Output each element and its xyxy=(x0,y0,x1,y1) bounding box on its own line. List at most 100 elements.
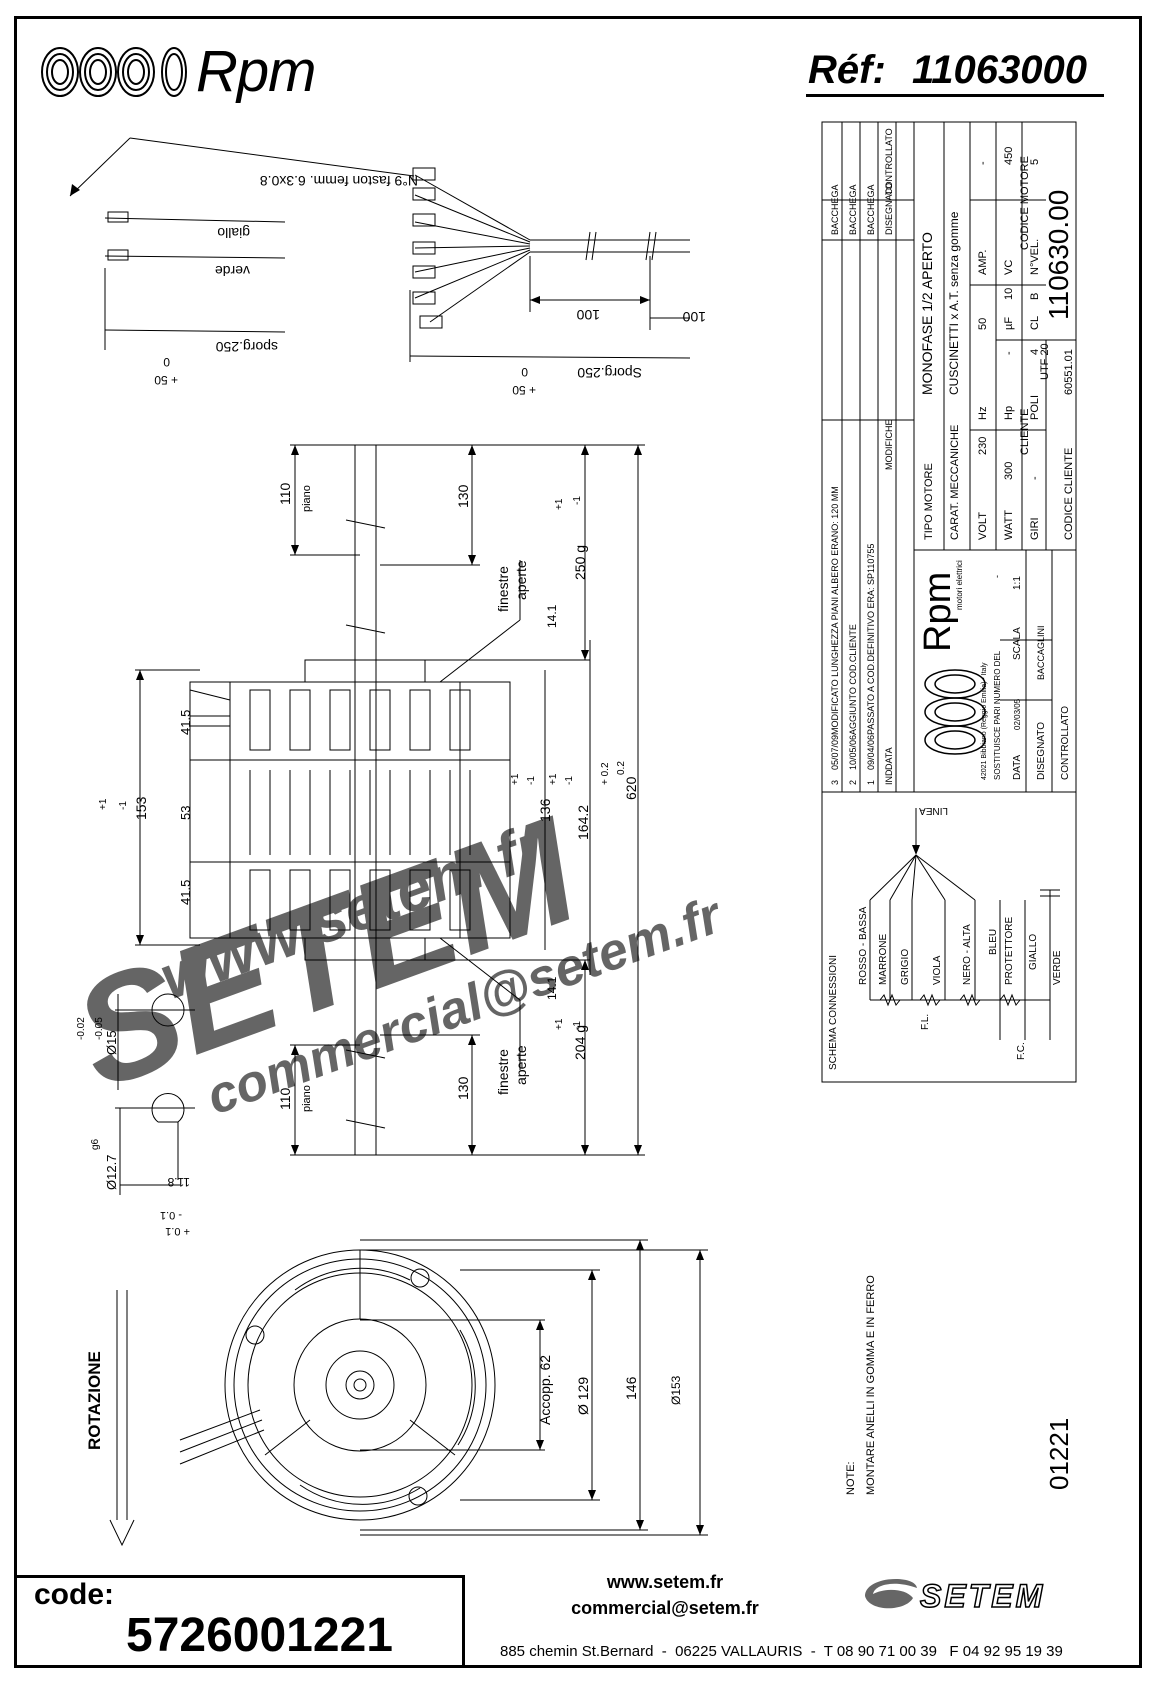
mod-row-3-ind: 3 xyxy=(830,780,840,785)
poli-value: 4 xyxy=(1029,349,1041,355)
flat-tol-a: + 0.1 xyxy=(165,1225,190,1237)
dim-41-bottom: 41.5 xyxy=(178,880,193,905)
finestre-top: finestre xyxy=(495,566,511,612)
cl-label: CL xyxy=(1029,316,1041,330)
dim-204-tol-minus: -1 xyxy=(572,1021,583,1030)
footer-web[interactable]: www.setem.fr xyxy=(606,1572,724,1592)
data-value: 02/03/05 xyxy=(1013,698,1022,730)
brand-name: Rpm xyxy=(196,39,316,104)
dim-620: 620 xyxy=(623,776,639,800)
dim-620-tol-plus: + 0.2 xyxy=(600,762,611,785)
tipo-motore-label: TIPO MOTORE xyxy=(923,463,935,540)
hp-value: - xyxy=(1003,351,1015,355)
dim-100-b: 100 xyxy=(682,309,706,325)
ref-value: 11063000 xyxy=(912,48,1087,92)
dim-136: 136 xyxy=(537,798,553,822)
code-value: 5726001221 xyxy=(126,1609,393,1662)
disegnato-value: BACCAGLINI xyxy=(1036,625,1046,680)
dim-153-tol-minus: -1 xyxy=(118,801,129,810)
codice-motore-value: 110630.00 xyxy=(1043,190,1074,320)
fl-label: F.L. xyxy=(920,1014,931,1030)
linea-label: LINEA xyxy=(919,805,948,816)
mod-row-1-date: 09/04/06 xyxy=(866,735,876,770)
vc-label: VC xyxy=(1003,260,1015,275)
ref-underline xyxy=(806,94,1104,97)
wire-protettore: PROTETTORE xyxy=(1004,917,1015,985)
shaft-15-tol-a: -0.02 xyxy=(76,1017,87,1040)
mod-row-1-ind: 1 xyxy=(866,780,876,785)
tipo-motore-value: MONOFASE 1/2 APERTO xyxy=(919,232,935,395)
volt-label: VOLT xyxy=(977,512,989,540)
hdr-disegnato: DISEGNATO xyxy=(884,183,894,235)
dimension-arrows xyxy=(70,184,920,1535)
footer-email[interactable]: commercial@setem.fr xyxy=(571,1598,759,1618)
wire-viola: VIOLA xyxy=(932,955,943,985)
flat-tol-b: - 0.1 xyxy=(160,1209,182,1221)
scala-label: SCALA xyxy=(1012,627,1023,660)
shaft-12-fit: g6 xyxy=(90,1138,101,1150)
mod-row-3-text: MODIFICATO LUNGHEZZA PIANI ALBERO ERANO:… xyxy=(830,486,840,735)
mod-row-2-date: 10/05/06 xyxy=(848,735,858,770)
giallo-label: giallo xyxy=(217,225,250,241)
codice-cliente-label: CODICE CLIENTE xyxy=(1063,448,1075,540)
amp-value: - xyxy=(977,161,989,165)
note-text: MONTARE ANELLI IN GOMMA E IN FERRO xyxy=(865,1275,877,1495)
uf-label: µF xyxy=(1003,317,1015,330)
dim-146: 146 xyxy=(623,1376,639,1400)
giri-label: GIRI xyxy=(1029,517,1041,540)
dim-136-tol-minus: -1 xyxy=(526,776,537,785)
hz-value: 50 xyxy=(977,318,989,330)
title-block-company-sub: motori elettrici xyxy=(955,560,964,610)
footer-setem-logo: SETEM xyxy=(919,1577,1046,1615)
wire-grigio: GRIGIO xyxy=(900,949,911,985)
dim-250: 250 g xyxy=(572,545,588,580)
nvel-label: N°VEL. xyxy=(1029,239,1041,275)
mod-row-2-text: AGGIUNTO COD.CLIENTE xyxy=(848,624,858,735)
amp-label: AMP. xyxy=(977,250,989,275)
ref-label: Réf: xyxy=(808,48,886,92)
controllato-label: CONTROLLATO xyxy=(1060,706,1071,780)
dim-41-top: 41.5 xyxy=(178,710,193,735)
nvel-value: 5 xyxy=(1029,159,1041,165)
dim-110-bottom: 110 xyxy=(277,1087,293,1110)
codice-motore-label: CODICE MOTORE xyxy=(1019,156,1031,250)
title-block-rpm-logo xyxy=(924,669,986,755)
watt-value: 300 xyxy=(1003,462,1015,480)
sheet-frame xyxy=(14,16,1142,1668)
mod-row-1-by: BACCHEGA xyxy=(866,184,876,235)
flat-118: 11.8 xyxy=(167,1175,190,1189)
hdr-data: DATA xyxy=(884,747,894,770)
zero-left: 0 xyxy=(163,355,170,369)
dim-130-bottom: 130 xyxy=(455,1076,471,1100)
cliente-value: UTF 20 xyxy=(1039,343,1051,380)
hdr-controllato: CONTROLLATO xyxy=(884,128,894,195)
plus50-left: + 50 xyxy=(154,373,178,387)
wire-marrone: MARRONE xyxy=(878,934,889,985)
title-block-lines xyxy=(821,121,1077,1083)
dim-164: 164.2 xyxy=(575,805,591,840)
shaft-12-label: Ø12.7 xyxy=(104,1155,119,1190)
motor-side-view xyxy=(115,444,645,1195)
wiring-schematic-lines xyxy=(869,808,1060,1040)
wire-nero: NERO - ALTA xyxy=(962,924,973,985)
accopp-label: Accopp. 62 xyxy=(537,1355,553,1425)
hdr-ind: IND xyxy=(884,769,894,785)
vc-value: 450 xyxy=(1003,147,1015,165)
wiring-title: SCHEMA CONNESSIONI xyxy=(828,955,839,1070)
cl-value: B xyxy=(1029,293,1041,300)
dim-53: 53 xyxy=(178,806,193,820)
motor-front-view xyxy=(109,1239,708,1547)
poli-label: POLI xyxy=(1029,395,1041,420)
shaft-15-label: Ø15 xyxy=(104,1030,119,1055)
giri-value: - xyxy=(1029,476,1041,480)
hdr-modifiche: MODIFICHE xyxy=(884,420,894,471)
dim-153-front: Ø153 xyxy=(669,1375,683,1405)
watt-label: WATT xyxy=(1003,510,1015,540)
sporg-right-label: Sporg.250 xyxy=(577,365,642,381)
wire-rosso: ROSSO - BASSA xyxy=(858,906,869,985)
dim-164-tol-plus: +1 xyxy=(548,773,559,785)
dim-153-tol-plus: +1 xyxy=(98,798,109,810)
aperte-top: aperte xyxy=(513,560,529,600)
setem-watermark: www.setem.fr SETEM commercial@setem.fr xyxy=(53,784,731,1126)
